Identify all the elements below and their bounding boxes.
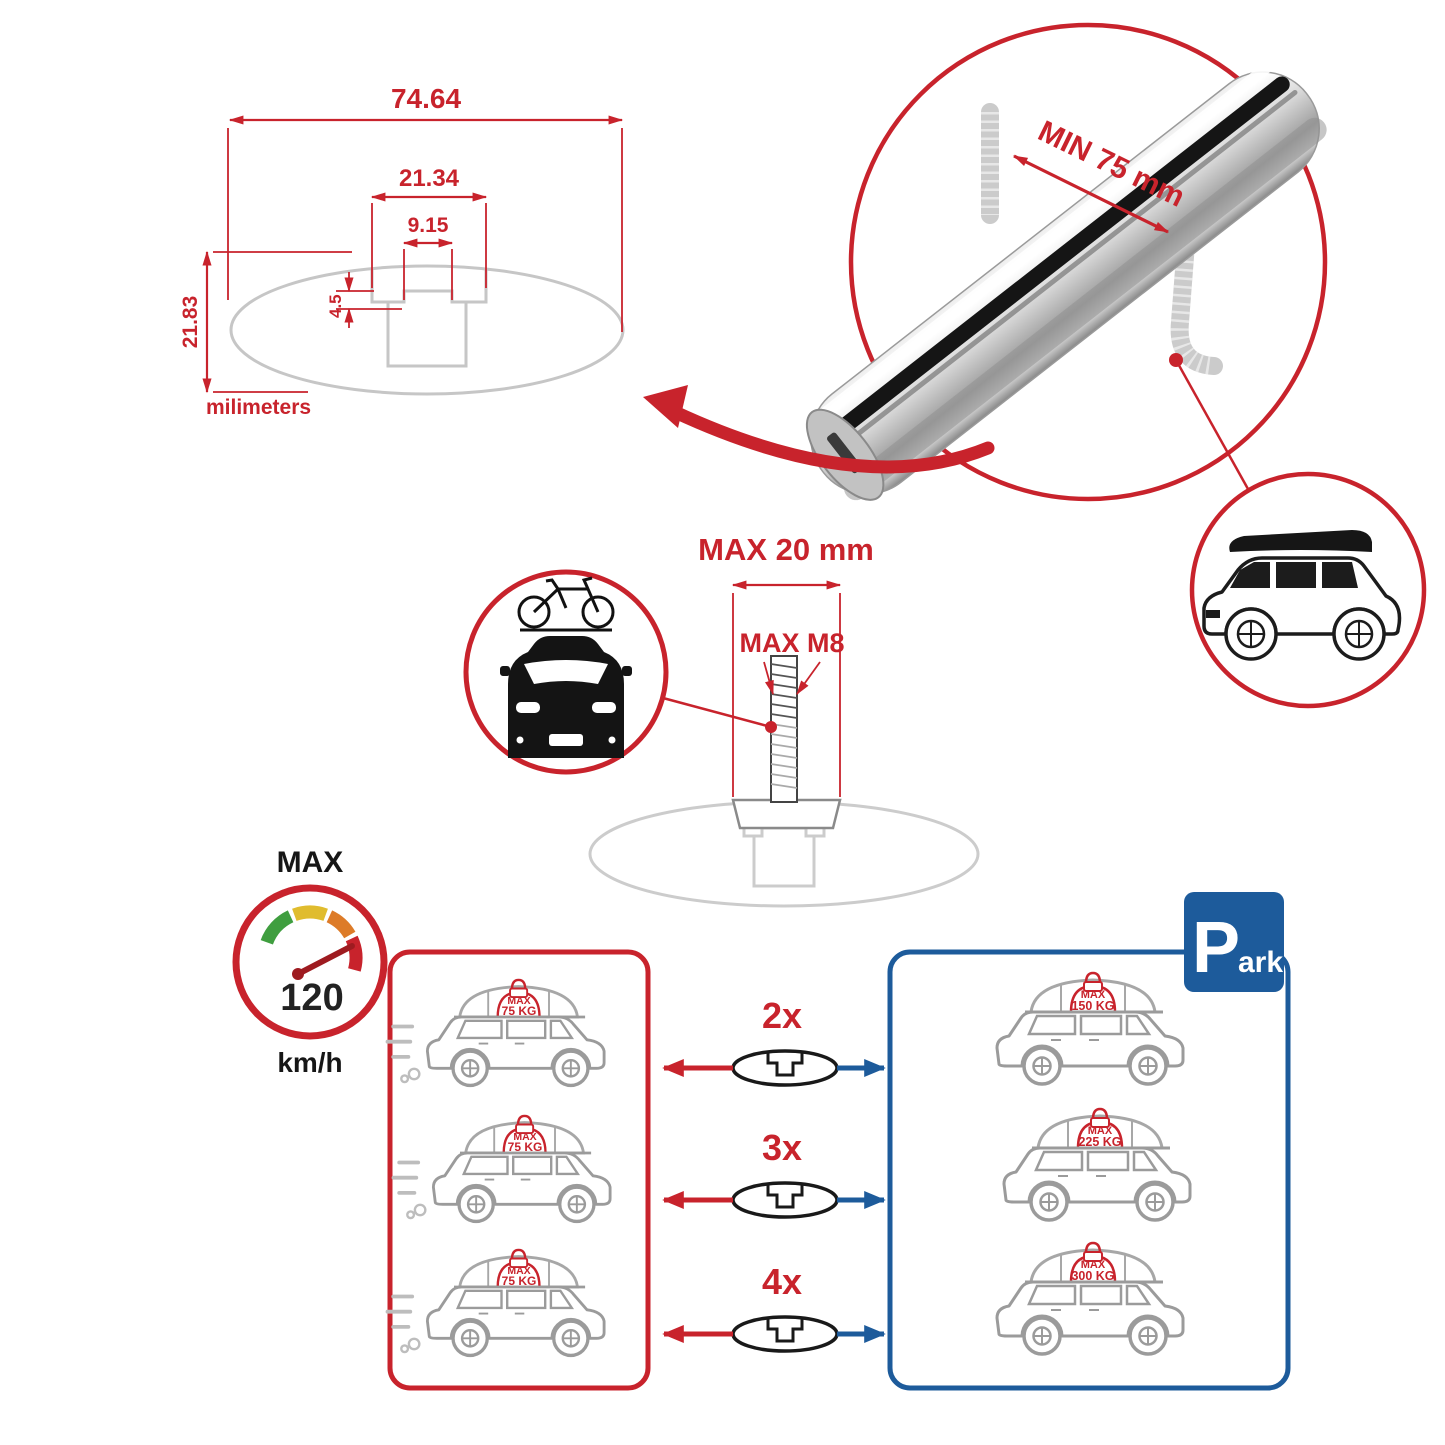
suv-wheel-spokes — [1346, 621, 1372, 647]
car-foglight — [608, 736, 616, 744]
car-headlight — [516, 702, 540, 713]
load-tag: MAX — [507, 995, 530, 1007]
car-headlight — [592, 702, 616, 713]
parked-car-2: MAX 225 KG — [1002, 1107, 1192, 1222]
profile-ellipse — [229, 264, 625, 396]
park-sign-board — [1184, 892, 1284, 992]
bolt-threads-dark — [770, 663, 798, 719]
driving-car-2: MAX 75 KG — [391, 1114, 612, 1224]
bolt-threads-light — [770, 723, 798, 789]
gauge-value: 120 — [280, 977, 343, 1019]
park-sign: P ark — [1184, 892, 1284, 992]
load-value: 75 KG — [502, 1274, 537, 1288]
quantity-row-2: 3x — [662, 1127, 886, 1219]
aluminum-crossbar — [798, 60, 1327, 501]
suv-window — [1276, 562, 1316, 588]
car-mirror — [622, 666, 632, 676]
load-tag: MAX — [1081, 989, 1106, 1001]
pointer-dot — [765, 721, 777, 733]
dim-channel-width-value: 21.34 — [399, 165, 460, 192]
unit-label: milimeters — [206, 396, 311, 419]
driving-car-3: MAX 75 KG — [385, 1248, 606, 1358]
suv-grille — [1206, 610, 1220, 618]
car-mirror — [500, 666, 510, 676]
load-tag: MAX — [1088, 1125, 1113, 1137]
crossbar-count: 4x — [762, 1261, 802, 1302]
max-width-label: MAX 20 mm — [698, 532, 874, 567]
driving-car-1: MAX 75 KG — [385, 978, 606, 1088]
car-foglight — [516, 736, 524, 744]
park-sign-suffix: ark — [1238, 946, 1283, 979]
curved-arrow-head — [643, 385, 688, 428]
load-value: 300 KG — [1071, 1269, 1114, 1283]
curved-arrow — [668, 405, 995, 474]
bolt-diagram: MAX 20 mm MAX M8 — [588, 532, 980, 908]
load-tag: MAX — [513, 1131, 536, 1143]
pointer-dot — [1169, 353, 1183, 367]
quantity-row-1: 2x — [662, 995, 886, 1087]
dim-slot-width-value: 9.15 — [408, 214, 449, 237]
profile-cavity — [386, 302, 468, 368]
pointer-line — [662, 696, 772, 729]
speed-limit-gauge: MAX 120 km/h — [232, 846, 388, 1078]
crossbar-count: 2x — [762, 995, 802, 1036]
roof-box — [1229, 530, 1372, 552]
crossbar-end-icon — [731, 1315, 839, 1353]
gauge-arc-yellow — [292, 905, 328, 922]
crossbar-detail-circle: MIN 75 mm — [643, 22, 1328, 502]
suv-wheel-spokes — [1238, 621, 1264, 647]
load-value: 75 KG — [508, 1140, 543, 1154]
gauge-arc-green — [260, 910, 294, 945]
gauge-arc-red — [345, 935, 363, 972]
cross-section-drawing: 74.64 21.34 9.15 4.5 21.83 milimeters — [179, 83, 625, 419]
load-value: 150 KG — [1071, 999, 1114, 1013]
load-tag: MAX — [1081, 1259, 1106, 1271]
parked-car-3: MAX 300 KG — [995, 1241, 1185, 1356]
dim-total-width-value: 74.64 — [391, 83, 461, 114]
bottom-section: MAX 120 km/h P ark MAX 75 KG MAX 75 KG — [232, 846, 1291, 1391]
min-clamp-arrow — [1012, 154, 1170, 234]
crossbar-end-icon — [731, 1181, 839, 1219]
parked-car-1: MAX 150 KG — [995, 971, 1185, 1086]
profile-cavity-small — [752, 836, 816, 888]
load-value: 225 KG — [1078, 1135, 1121, 1149]
crossbar-end-icon — [731, 1049, 839, 1087]
crossbar-count: 3x — [762, 1127, 802, 1168]
gauge-unit: km/h — [277, 1047, 342, 1078]
car-windshield — [524, 660, 608, 684]
gauge-needle-pivot — [292, 968, 304, 980]
gauge-title: MAX — [277, 846, 344, 879]
clamp-rods — [981, 103, 1223, 375]
thread-leader — [796, 661, 821, 695]
gauge-arc-orange — [326, 910, 356, 939]
t-nut-plate — [731, 798, 842, 830]
gauge-needle — [295, 943, 355, 977]
dim-slot-depth-value: 4.5 — [326, 294, 345, 318]
profile-channel — [370, 270, 488, 304]
max-thread-label: MAX M8 — [739, 628, 844, 658]
bike-icon — [517, 576, 615, 629]
pointer-line — [1174, 359, 1250, 490]
dim-total-height-value: 21.83 — [179, 296, 202, 349]
thread-leader — [763, 661, 774, 696]
suv-windshield — [1230, 562, 1270, 588]
load-value: 75 KG — [502, 1004, 537, 1018]
suv-window — [1322, 562, 1358, 588]
car-plate — [549, 734, 583, 746]
roofbox-car-circle — [1189, 471, 1427, 709]
quantity-row-3: 4x — [662, 1261, 886, 1353]
park-sign-letter: P — [1192, 908, 1240, 988]
bike-car-circle — [463, 569, 669, 775]
load-tag: MAX — [507, 1265, 530, 1277]
